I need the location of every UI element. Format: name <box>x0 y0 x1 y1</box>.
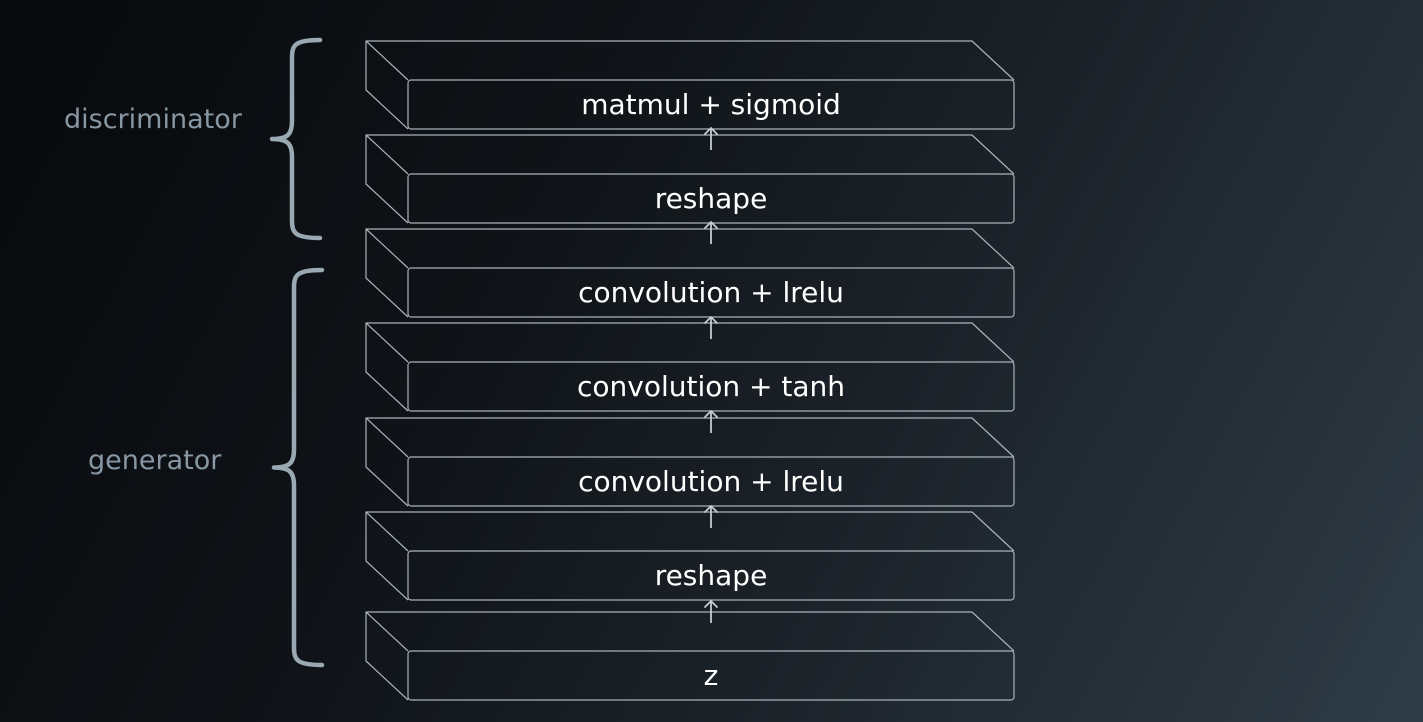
discriminator-brace <box>269 37 323 241</box>
layer-label: convolution + lrelu <box>578 275 844 309</box>
layer-label: z <box>703 658 719 692</box>
layer-box <box>365 511 1015 601</box>
layer-label: convolution + lrelu <box>578 464 844 498</box>
generator-brace <box>271 267 325 668</box>
up-arrow-icon <box>704 505 718 528</box>
discriminator-label: discriminator <box>64 104 242 135</box>
layer-label: reshape <box>654 181 768 215</box>
up-arrow-icon <box>704 316 718 339</box>
generator-label: generator <box>88 445 222 476</box>
up-arrow-icon <box>704 600 718 623</box>
layer-box <box>365 611 1015 701</box>
up-arrow-icon <box>704 221 718 244</box>
layer-label: matmul + sigmoid <box>581 87 841 121</box>
layer-label: convolution + tanh <box>576 369 846 403</box>
layer-label: reshape <box>654 558 768 592</box>
up-arrow-icon <box>704 410 718 433</box>
up-arrow-icon <box>704 127 718 150</box>
